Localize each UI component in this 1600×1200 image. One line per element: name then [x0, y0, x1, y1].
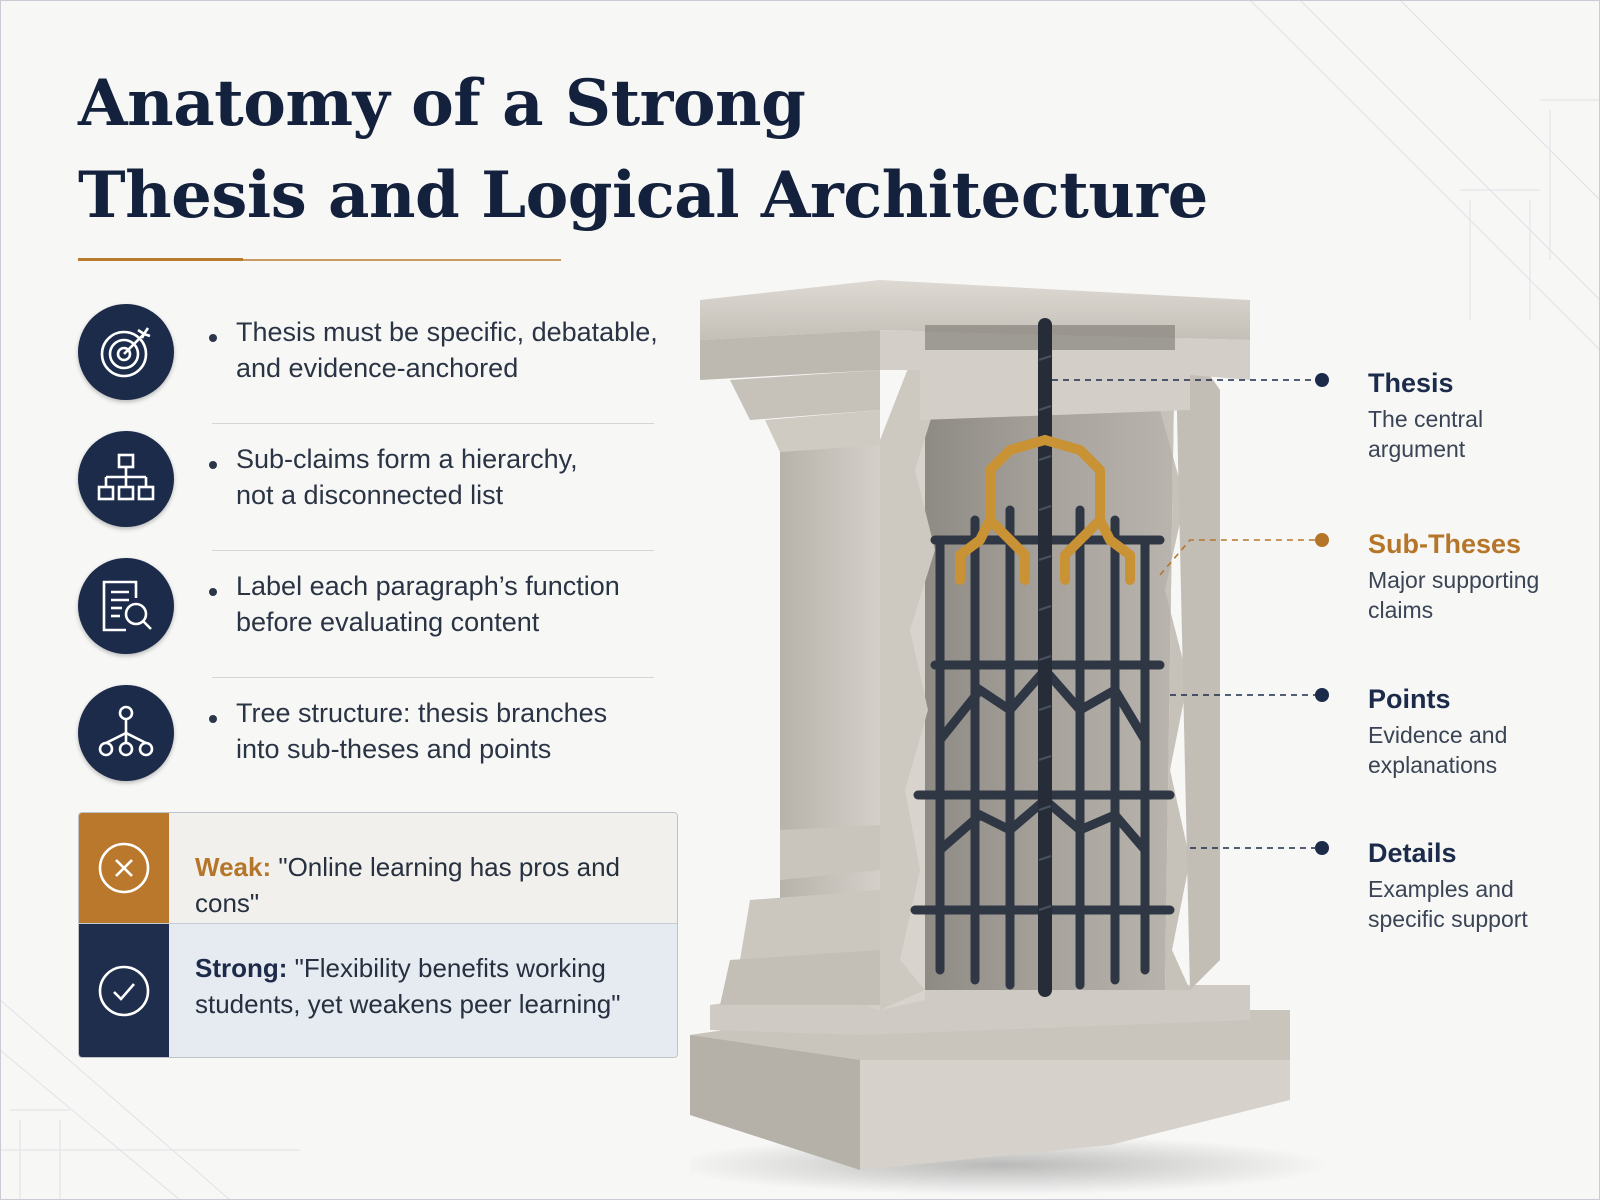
page-title: Anatomy of a Strong Thesis and Logical A… — [78, 58, 1208, 242]
pillar-cutaway-illustration — [690, 280, 1330, 1195]
feature-item: Sub-claims form a hierarchy, not a disco… — [78, 431, 678, 531]
weak-example-text: Weak: "Online learning has pros and cons… — [195, 849, 665, 921]
feature-divider — [212, 550, 654, 551]
callout-description: Evidence and explanations — [1368, 720, 1588, 780]
feature-text-line: Thesis must be specific, debatable, — [236, 317, 658, 347]
title-underline-accent — [78, 258, 243, 261]
title-line-1: Anatomy of a Strong — [78, 66, 806, 141]
callout-desc-line: Examples and — [1368, 876, 1514, 902]
bullet-dot — [209, 334, 217, 342]
weak-label: Weak: — [195, 852, 272, 882]
feature-text-line: before evaluating content — [236, 607, 540, 637]
callout-thesis: Thesis The central argument — [1368, 366, 1588, 464]
thesis-comparison-card: Weak: "Online learning has pros and cons… — [78, 812, 678, 1058]
callout-desc-line: argument — [1368, 436, 1466, 462]
strong-example-row: Strong: "Flexibility benefits working st… — [79, 923, 677, 1057]
callout-description: The central argument — [1368, 404, 1588, 464]
strong-example-text: Strong: "Flexibility benefits working st… — [195, 950, 665, 1022]
feature-text-line: Sub-claims form a hierarchy, — [236, 444, 578, 474]
check-circle-icon — [79, 924, 169, 1057]
feature-text-line: not a disconnected list — [236, 480, 504, 510]
callout-title: Sub-Theses — [1368, 529, 1522, 559]
callout-desc-line: The central — [1368, 406, 1484, 432]
weak-example-row: Weak: "Online learning has pros and cons… — [79, 813, 677, 923]
callout-title: Thesis — [1368, 368, 1454, 398]
callout-description: Major supporting claims — [1368, 565, 1588, 625]
strong-quote-line-1: "Flexibility benefits working — [294, 953, 606, 983]
weak-quote: "Online learning has pros and cons" — [195, 852, 621, 918]
callout-desc-line: Major supporting — [1368, 567, 1540, 593]
feature-text: Tree structure: thesis branches into sub… — [236, 695, 706, 767]
feature-item: Thesis must be specific, debatable, and … — [78, 304, 678, 404]
feature-text: Label each paragraph’s function before e… — [236, 568, 706, 640]
feature-text: Sub-claims form a hierarchy, not a disco… — [236, 441, 706, 513]
feature-text-line: Tree structure: thesis branches — [236, 698, 608, 728]
x-circle-icon — [79, 813, 169, 923]
hierarchy-icon — [78, 431, 174, 527]
callout-sub-theses: Sub-Theses Major supporting claims — [1368, 527, 1588, 625]
document-search-icon — [78, 558, 174, 654]
callout-details: Details Examples and specific support — [1368, 836, 1588, 934]
title-underline — [243, 259, 561, 261]
callout-desc-line: Evidence and — [1368, 722, 1508, 748]
strong-quote-line-2: students, yet weakens peer learning" — [195, 989, 621, 1019]
callout-title: Points — [1368, 684, 1451, 714]
feature-divider — [212, 677, 654, 678]
callout-desc-line: explanations — [1368, 752, 1498, 778]
bullet-dot — [209, 588, 217, 596]
feature-text: Thesis must be specific, debatable, and … — [236, 314, 706, 386]
strong-label: Strong: — [195, 953, 288, 983]
callout-desc-line: claims — [1368, 597, 1434, 623]
bullet-dot — [209, 715, 217, 723]
tree-icon — [78, 685, 174, 781]
title-line-2: Thesis and Logical Architecture — [78, 158, 1208, 233]
callout-title: Details — [1368, 838, 1457, 868]
feature-item: Tree structure: thesis branches into sub… — [78, 685, 678, 785]
feature-text-line: into sub-theses and points — [236, 734, 552, 764]
callout-description: Examples and specific support — [1368, 874, 1588, 934]
feature-item: Label each paragraph’s function before e… — [78, 558, 678, 658]
feature-text-line: Label each paragraph’s function — [236, 571, 620, 601]
feature-text-line: and evidence-anchored — [236, 353, 519, 383]
feature-divider — [212, 423, 654, 424]
target-icon — [78, 304, 174, 400]
callout-desc-line: specific support — [1368, 906, 1528, 932]
callout-points: Points Evidence and explanations — [1368, 682, 1588, 780]
bullet-dot — [209, 461, 217, 469]
